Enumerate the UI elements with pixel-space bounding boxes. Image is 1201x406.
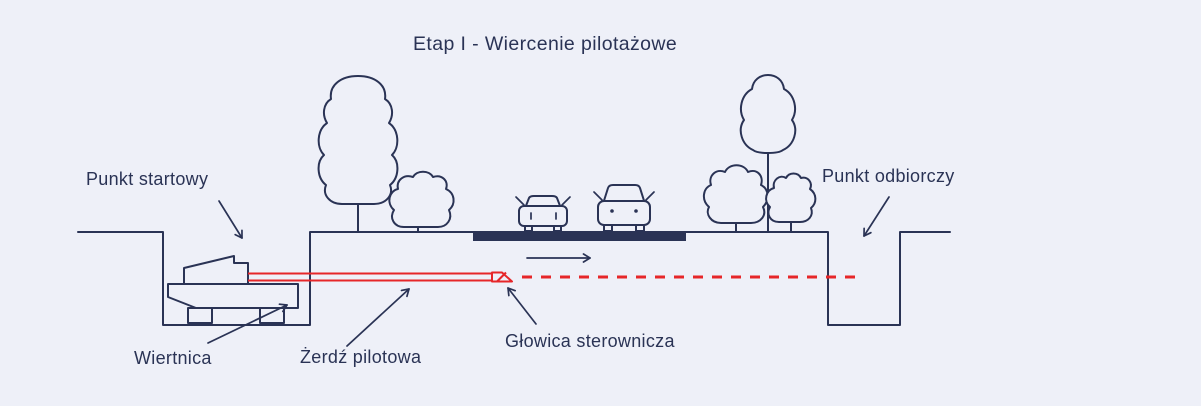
bush-left-icon xyxy=(388,170,455,233)
road-bar xyxy=(473,231,686,241)
label-pilot-rod: Żerdź pilotowa xyxy=(300,347,422,367)
tree-tall-right-icon xyxy=(739,74,797,233)
label-drill-rig: Wiertnica xyxy=(134,348,212,368)
label-start-point: Punkt startowy xyxy=(86,169,209,189)
receive-point-arrow xyxy=(863,196,890,237)
label-receive-point: Punkt odbiorczy xyxy=(822,166,955,186)
car-large-icon xyxy=(593,184,655,232)
pilot-rod-arrow xyxy=(346,288,410,347)
tree-large-left-icon xyxy=(317,75,399,233)
bush-small-right-icon xyxy=(765,172,817,233)
steering-head-arrow xyxy=(507,287,537,325)
drill-rig-arrow xyxy=(207,303,288,344)
car-small-icon xyxy=(515,195,571,232)
label-steering-head: Głowica sterownicza xyxy=(505,331,675,351)
start-point-arrow xyxy=(218,200,243,239)
drilling-rig-icon xyxy=(167,255,299,324)
steering-head-icon xyxy=(491,271,513,283)
bush-medium-right-icon xyxy=(703,164,769,233)
pilot-rod-icon xyxy=(248,272,493,282)
diagram-title: Etap I - Wiercenie pilotażowe xyxy=(413,33,678,55)
